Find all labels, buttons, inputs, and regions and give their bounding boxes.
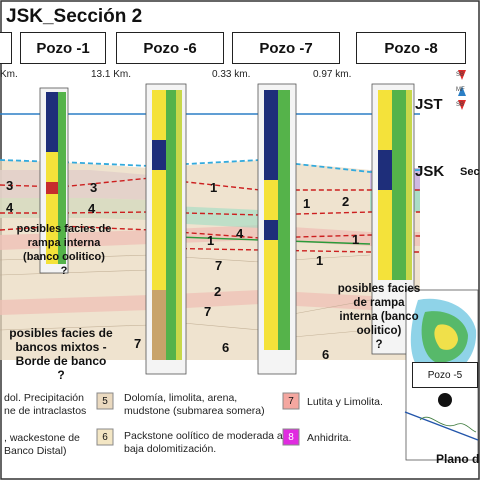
note-bancos-mixtos: posibles facies de bancos mixtos - Borde… <box>9 326 113 382</box>
well-log-pozo-7 <box>257 83 297 375</box>
sequence-number: 1 <box>303 196 311 211</box>
distance-label: Km. <box>0 69 18 80</box>
distance-label: 0.33 km. <box>212 69 251 80</box>
legend-number: 6 <box>102 431 108 443</box>
sequence-number: 3 <box>6 178 14 193</box>
sequence-number: 4 <box>6 200 14 215</box>
tiny-right-label: MF <box>456 87 465 93</box>
map-well-label: Pozo -5 <box>412 362 478 388</box>
sequence-number: 7 <box>204 304 212 319</box>
sequence-number: 4 <box>88 201 96 216</box>
legend-swatch-6 <box>96 428 114 446</box>
well-box-pozo-8: Pozo -8 <box>356 32 466 64</box>
legend-entry: Packstone oolítico de moderada a baja do… <box>124 430 283 455</box>
sequence-number: 6 <box>322 347 330 362</box>
band-pink-2 <box>0 290 420 315</box>
well-box-pozo-7: Pozo -7 <box>232 32 340 64</box>
sequence-number: 2 <box>342 194 350 209</box>
sequence-number: 4 <box>236 226 244 241</box>
well-box-pozo-6: Pozo -6 <box>116 32 224 64</box>
sequence-number: 3 <box>90 180 98 195</box>
well-box-pozo-1: Pozo -1 <box>20 32 106 64</box>
jsk-label: JSK <box>415 163 445 180</box>
legend-number: 7 <box>288 395 294 407</box>
map-caption: Plano d <box>436 452 480 466</box>
distance-label: 13.1 Km. <box>91 69 132 80</box>
tiny-right-label: SB <box>456 102 465 108</box>
sequence-number: 7 <box>134 336 142 351</box>
legend-swatch-8 <box>282 428 300 446</box>
figure-title: JSK_Sección 2 <box>6 6 143 27</box>
legend-entry: Lutita y Limolita. <box>307 396 383 408</box>
well-log-pozo-1 <box>39 87 69 274</box>
legend-number: 8 <box>288 431 294 443</box>
legend-swatch-5 <box>96 392 114 410</box>
note-rampa-interna-2: posibles facies de rampa interna (banco … <box>337 283 421 351</box>
distance-label: 0.97 km. <box>313 69 352 80</box>
tiny-right-label: SB <box>456 72 465 78</box>
sequence-number: 6 <box>222 340 230 355</box>
legend-entry: dol. Precipitación ne de intraclastos <box>4 392 87 417</box>
well-box-cutoff <box>0 32 12 64</box>
sequence-number: 1 <box>316 253 324 268</box>
sequence-number: 1 <box>207 233 215 248</box>
jst-label: JST <box>415 96 443 113</box>
legend-number: 5 <box>102 395 108 407</box>
sequence-number: 1 <box>352 232 360 247</box>
sequence-number: 7 <box>215 258 223 273</box>
well-log-pozo-6 <box>145 83 187 375</box>
legend-swatch-7 <box>282 392 300 410</box>
sequence-number: 1 <box>210 180 218 195</box>
legend-entry: Dolomía, limolita, arena, mudstone (subm… <box>124 392 265 417</box>
sequence-number: 2 <box>214 284 222 299</box>
section-cut-label: Sec <box>460 166 480 178</box>
note-rampa-interna-1: posibles facies de rampa interna (banco … <box>16 223 112 277</box>
legend-entry: Anhidrita. <box>307 432 352 444</box>
right-triangles <box>458 70 466 110</box>
legend-entry: , wackestone de Banco Distal) <box>4 432 80 457</box>
